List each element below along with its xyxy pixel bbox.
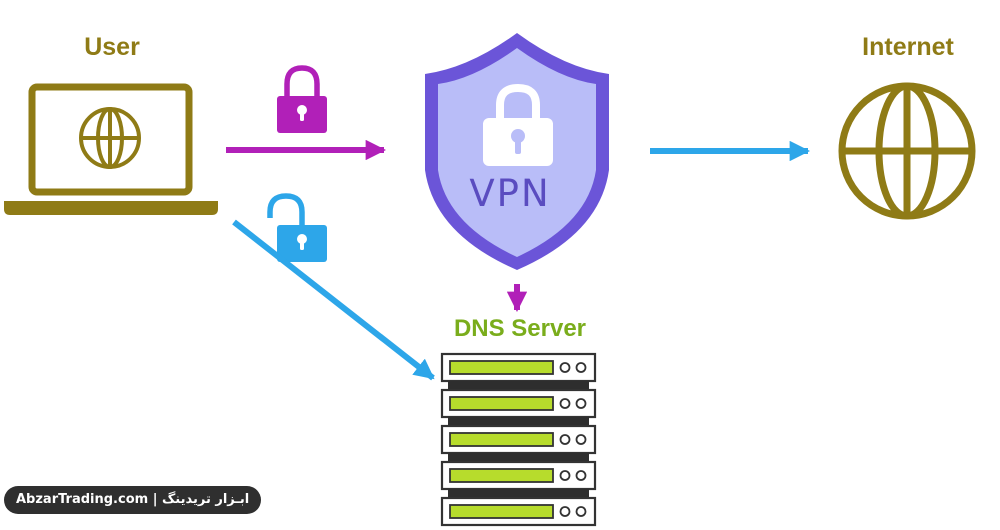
laptop-globe-icon bbox=[79, 107, 141, 169]
rack-spacer bbox=[448, 381, 589, 390]
server-unit bbox=[440, 388, 597, 419]
user-label: User bbox=[84, 33, 140, 61]
server-rack-icon bbox=[440, 352, 597, 527]
server-unit bbox=[440, 352, 597, 383]
locked-padlock-icon bbox=[277, 65, 327, 133]
vpn-shield-icon bbox=[425, 33, 609, 270]
unlocked-padlock-icon bbox=[267, 193, 327, 262]
rack-spacer bbox=[448, 453, 589, 462]
internet-label: Internet bbox=[862, 33, 954, 61]
server-unit bbox=[440, 460, 597, 491]
internet-globe-icon bbox=[838, 82, 976, 220]
server-unit bbox=[440, 496, 597, 527]
rack-spacer bbox=[448, 489, 589, 498]
watermark: AbzarTrading.com | ابـزار تریدینگ bbox=[4, 486, 262, 514]
rack-spacer bbox=[448, 417, 589, 426]
vpn-label: VPN bbox=[469, 172, 551, 215]
server-unit bbox=[440, 424, 597, 455]
laptop-icon bbox=[4, 83, 218, 215]
shield-lock-icon bbox=[483, 83, 553, 166]
dns-server-label: DNS Server bbox=[453, 315, 587, 342]
user-to-dns-arrow bbox=[232, 219, 435, 381]
